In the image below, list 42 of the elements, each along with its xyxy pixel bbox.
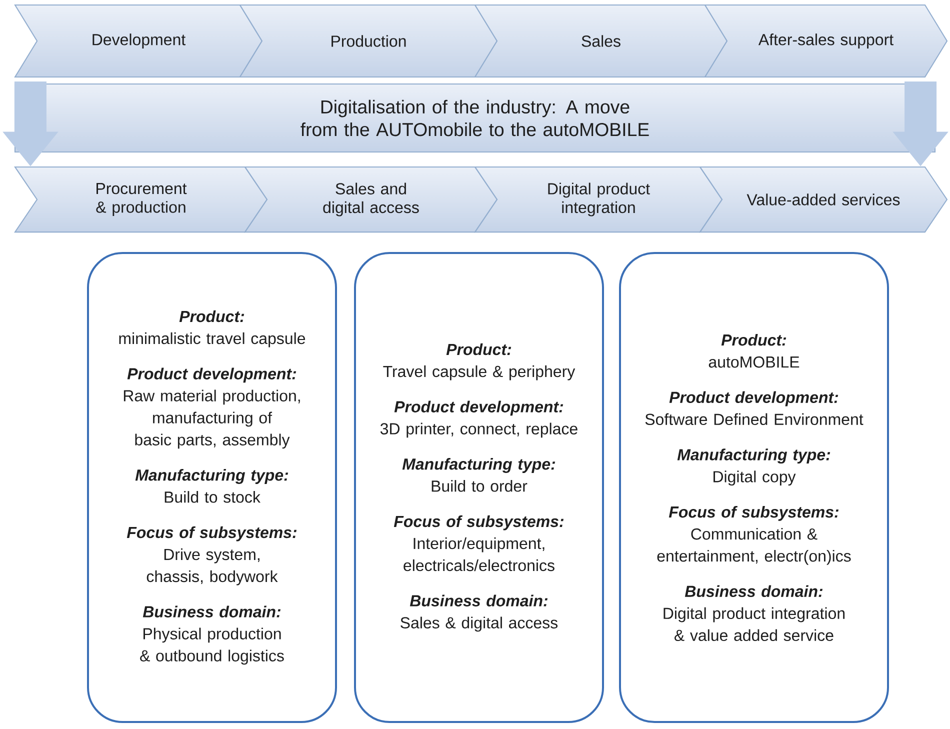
process-step-banner: Procurement & production [14, 166, 268, 233]
process-step-banner: Production [239, 4, 498, 78]
rounded-box [87, 252, 337, 724]
field-heading: Business domain: [142, 606, 281, 618]
field-value: Raw material production, manufacturing of basic parts, assembly [124, 390, 300, 449]
field-heading: Product: [446, 343, 512, 356]
process-step-banner: After-sales support [704, 4, 948, 78]
field-heading: Product: [721, 334, 786, 346]
field-heading: Business domain: [410, 594, 548, 606]
field-value: Software Defined Environment [645, 413, 864, 426]
rounded-box [354, 252, 604, 724]
process-step-banner: Value-added services [699, 166, 948, 233]
field-heading: Manufacturing type: [135, 469, 288, 484]
field-heading: Product development: [669, 391, 838, 406]
field-heading: Manufacturing type: [677, 448, 830, 464]
field-value: Build to stock [164, 491, 260, 503]
field-value: Drive system, chassis, bodywork [146, 548, 278, 586]
field-heading: Product: [179, 310, 244, 322]
field-value: Digital product integration & value added service [664, 607, 845, 642]
field-value: autoMOBILE [708, 356, 800, 368]
process-step-banner: Sales and digital access [244, 166, 498, 233]
field-value: 3D printer, connect, replace [380, 422, 578, 438]
field-heading: Focus of subsystems: [668, 506, 839, 521]
field-heading: Focus of subsystems: [126, 526, 297, 542]
banner: Digitalisation of the industry: A move from the AUTOmobile to the autoMOBILE [14, 83, 936, 153]
process-step-banner: Sales [474, 4, 728, 78]
rounded-box [619, 252, 889, 724]
process-step-banner: Digital product integration [474, 166, 723, 233]
field-value: Communication & entertainment, electr(on)ics [657, 528, 851, 565]
field-heading: Product development: [127, 368, 296, 383]
field-value: Digital copy [714, 470, 796, 486]
field-heading: Product development: [394, 400, 564, 416]
field-value: Build to order [432, 480, 528, 492]
field-value: Physical production & outbound logistics [140, 628, 284, 665]
field-value: Travel capsule & periphery [383, 365, 576, 380]
process-step-banner: Development [14, 4, 263, 78]
field-value: Sales & digital access [400, 616, 558, 632]
field-heading: Business domain: [684, 585, 823, 598]
field-value: Interior/equipment, electricals/electronics [404, 537, 554, 572]
field-heading: Focus of subsystems: [394, 515, 564, 530]
field-heading: Manufacturing type: [402, 458, 556, 473]
field-value: minimalistic travel capsule [119, 332, 306, 348]
